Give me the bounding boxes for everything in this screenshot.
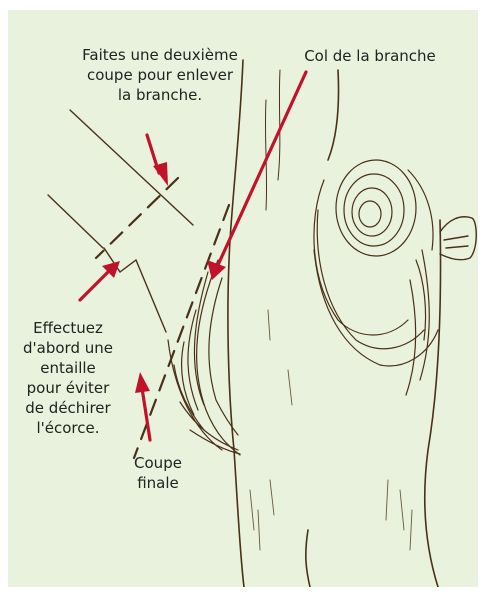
knot-rings	[314, 160, 438, 395]
final-cut-label: Coupe finale	[118, 453, 198, 493]
diagram-panel: Faites une deuxième coupe pour enlever l…	[8, 10, 478, 587]
arrow-notch	[80, 261, 120, 300]
branch-stub-lines	[48, 110, 193, 332]
trunk-outline	[228, 60, 441, 587]
second-cut-label: Faites une deuxième coupe pour enlever l…	[50, 45, 270, 105]
arrow-final-cut	[135, 372, 150, 440]
side-branch-stub	[440, 217, 476, 260]
bark-hatching	[250, 310, 412, 550]
notch-label: Effectuez d'abord une entaille pour évit…	[8, 318, 128, 438]
branch-collar-label: Col de la branche	[290, 46, 450, 66]
arrow-second-cut	[147, 135, 168, 186]
